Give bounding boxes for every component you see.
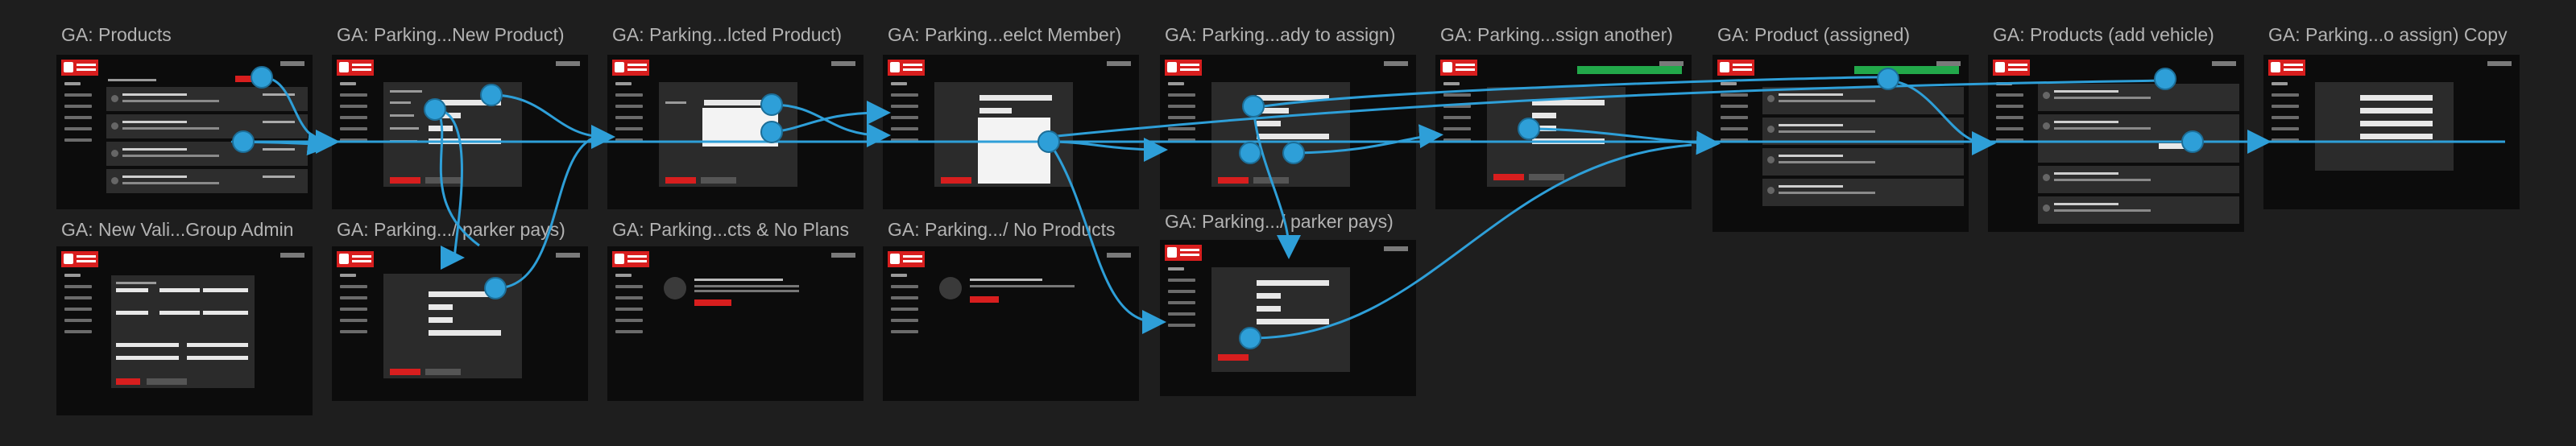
- frame-parking-no-products[interactable]: [883, 246, 1139, 401]
- wire-node: [480, 84, 503, 106]
- wire: [495, 135, 597, 290]
- product-row[interactable]: [106, 142, 308, 166]
- wire: [1048, 79, 2168, 138]
- wire-node: [251, 66, 273, 89]
- frame-products[interactable]: [56, 55, 313, 209]
- frame-parking-ready-to-assign[interactable]: [1160, 55, 1416, 209]
- wire: [437, 112, 480, 247]
- frame-new-validation-group-admin[interactable]: [56, 246, 313, 415]
- wire-node: [1037, 130, 1060, 153]
- frame-title-parking-parker-pays: GA: Parking.../ parker pays): [337, 219, 565, 240]
- frame-title-products: GA: Products: [61, 24, 172, 45]
- frame-parking-assign-copy[interactable]: [2263, 55, 2520, 209]
- frame-title-parking-no-plans: GA: Parking...cts & No Plans: [612, 219, 850, 240]
- sidebar: [60, 82, 100, 150]
- frame-title-parking-selected-product: GA: Parking...lcted Product): [612, 24, 843, 45]
- frame-title-parking-assign-another: GA: Parking...ssign another): [1440, 24, 1673, 45]
- wire: [1047, 141, 1166, 334]
- wire-node: [232, 130, 255, 153]
- wire: [1249, 143, 1692, 340]
- wire-node: [424, 98, 446, 121]
- frame-title-parking-assign-copy: GA: Parking...o assign) Copy: [2268, 24, 2508, 45]
- product-row[interactable]: [106, 169, 308, 193]
- wire-node: [2181, 130, 2204, 153]
- product-row[interactable]: [106, 114, 308, 138]
- wire-node: [2154, 68, 2176, 90]
- frame-title-parking-new-product: GA: Parking...New Product): [337, 24, 565, 45]
- frame-title-product-assigned: GA: Product (assigned): [1717, 24, 1911, 45]
- frame-parking-parker-pays[interactable]: [332, 246, 588, 401]
- frame-title-parking-select-member: GA: Parking...eelct Member): [888, 24, 1122, 45]
- wire-node: [760, 121, 783, 143]
- logo: [61, 60, 98, 76]
- wire: [261, 76, 340, 154]
- assign-button[interactable]: [390, 177, 420, 184]
- frame-title-parking-parker-pays-2: GA: Parking.../ parker pays): [1165, 211, 1394, 232]
- product-row[interactable]: [106, 87, 308, 111]
- frame-parking-parker-pays-2[interactable]: [1160, 240, 1416, 396]
- wire-node: [1239, 142, 1261, 164]
- wire: [1253, 76, 1886, 109]
- user-menu[interactable]: [280, 61, 304, 66]
- wire: [1252, 104, 1301, 259]
- frame-parking-assign-another[interactable]: [1435, 55, 1692, 209]
- wire: [1528, 127, 1721, 155]
- empty-state-icon: [664, 277, 686, 299]
- wire-node: [1242, 95, 1265, 118]
- wire: [434, 108, 465, 270]
- wire-node: [1239, 327, 1261, 349]
- frame-parking-no-plans[interactable]: [607, 246, 863, 401]
- frame-title-new-validation-group-admin: GA: New Vali...Group Admin: [61, 219, 294, 240]
- wire: [1884, 79, 1996, 155]
- wire: [771, 103, 891, 147]
- wire-node: [760, 93, 783, 116]
- frame-title-parking-no-products: GA: Parking.../ No Products: [888, 219, 1116, 240]
- wire: [1290, 124, 1443, 155]
- wire-node: [1518, 118, 1540, 140]
- frame-product-assigned[interactable]: [1713, 55, 1969, 232]
- wire: [491, 93, 615, 149]
- wire-node: [1877, 68, 1899, 90]
- success-toast: [1577, 66, 1682, 74]
- wire: [1048, 137, 1168, 162]
- frame-title-products-add-vehicle: GA: Products (add vehicle): [1993, 24, 2214, 45]
- member-dropdown[interactable]: [978, 118, 1050, 184]
- wire: [771, 101, 891, 134]
- cancel-button[interactable]: [425, 177, 461, 184]
- wire-node: [1282, 142, 1305, 164]
- frame-title-parking-ready-to-assign: GA: Parking...ady to assign): [1165, 24, 1396, 45]
- wire-node: [484, 277, 507, 299]
